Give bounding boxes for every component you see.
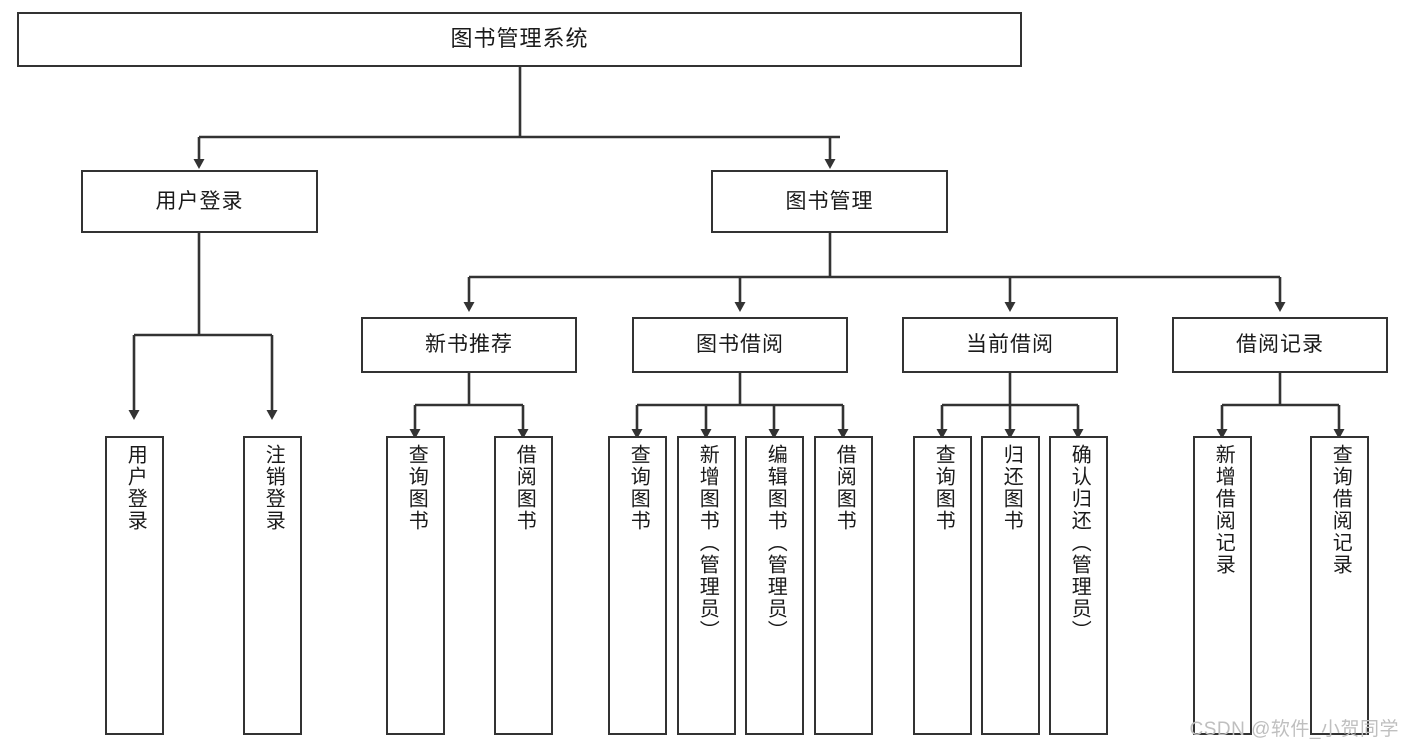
node-leaf-query-book-2[interactable]: 查询图书 bbox=[608, 436, 667, 735]
node-book-manage[interactable]: 图书管理 bbox=[711, 170, 948, 233]
node-leaf-borrow-book-2[interactable]: 借阅图书 bbox=[814, 436, 873, 735]
node-label: 编辑图书（管理员） bbox=[764, 444, 787, 642]
node-current-borrow[interactable]: 当前借阅 bbox=[902, 317, 1118, 373]
node-label: 借阅图书 bbox=[513, 444, 536, 532]
csdn-watermark: CSDN @软件_小贺同学 bbox=[1189, 719, 1399, 740]
node-label: 查询图书 bbox=[627, 444, 650, 532]
node-leaf-query-record[interactable]: 查询借阅记录 bbox=[1310, 436, 1369, 735]
node-leaf-query-book-3[interactable]: 查询图书 bbox=[913, 436, 972, 735]
node-leaf-user-login[interactable]: 用户登录 bbox=[105, 436, 164, 735]
node-label: 归还图书 bbox=[1000, 444, 1023, 532]
node-leaf-confirm-return[interactable]: 确认归还（管理员） bbox=[1049, 436, 1108, 735]
node-leaf-query-book-1[interactable]: 查询图书 bbox=[386, 436, 445, 735]
node-new-book-recommend[interactable]: 新书推荐 bbox=[361, 317, 577, 373]
node-borrow-record[interactable]: 借阅记录 bbox=[1172, 317, 1388, 373]
node-label: 注销登录 bbox=[262, 444, 285, 532]
node-label: 借阅图书 bbox=[833, 444, 856, 532]
node-leaf-add-book[interactable]: 新增图书（管理员） bbox=[677, 436, 736, 735]
node-label: 用户登录 bbox=[155, 189, 244, 213]
node-label: 当前借阅 bbox=[966, 333, 1054, 357]
node-label: 新书推荐 bbox=[425, 333, 513, 357]
node-label: 图书管理系统 bbox=[450, 26, 589, 52]
node-leaf-logout[interactable]: 注销登录 bbox=[243, 436, 302, 735]
node-label: 新增借阅记录 bbox=[1212, 444, 1235, 576]
node-root-system[interactable]: 图书管理系统 bbox=[17, 12, 1022, 67]
node-label: 查询图书 bbox=[932, 444, 955, 532]
node-leaf-edit-book[interactable]: 编辑图书（管理员） bbox=[745, 436, 804, 735]
node-leaf-return-book[interactable]: 归还图书 bbox=[981, 436, 1040, 735]
node-label: 查询借阅记录 bbox=[1329, 444, 1352, 576]
node-user-login[interactable]: 用户登录 bbox=[81, 170, 318, 233]
node-label: 借阅记录 bbox=[1236, 333, 1324, 357]
node-leaf-add-record[interactable]: 新增借阅记录 bbox=[1193, 436, 1252, 735]
node-book-borrow[interactable]: 图书借阅 bbox=[632, 317, 848, 373]
node-label: 新增图书（管理员） bbox=[696, 444, 719, 642]
node-label: 图书借阅 bbox=[696, 333, 784, 357]
node-label: 图书管理 bbox=[785, 189, 874, 213]
node-label: 确认归还（管理员） bbox=[1068, 444, 1091, 642]
node-leaf-borrow-book-1[interactable]: 借阅图书 bbox=[494, 436, 553, 735]
node-label: 查询图书 bbox=[405, 444, 428, 532]
node-label: 用户登录 bbox=[124, 444, 147, 532]
